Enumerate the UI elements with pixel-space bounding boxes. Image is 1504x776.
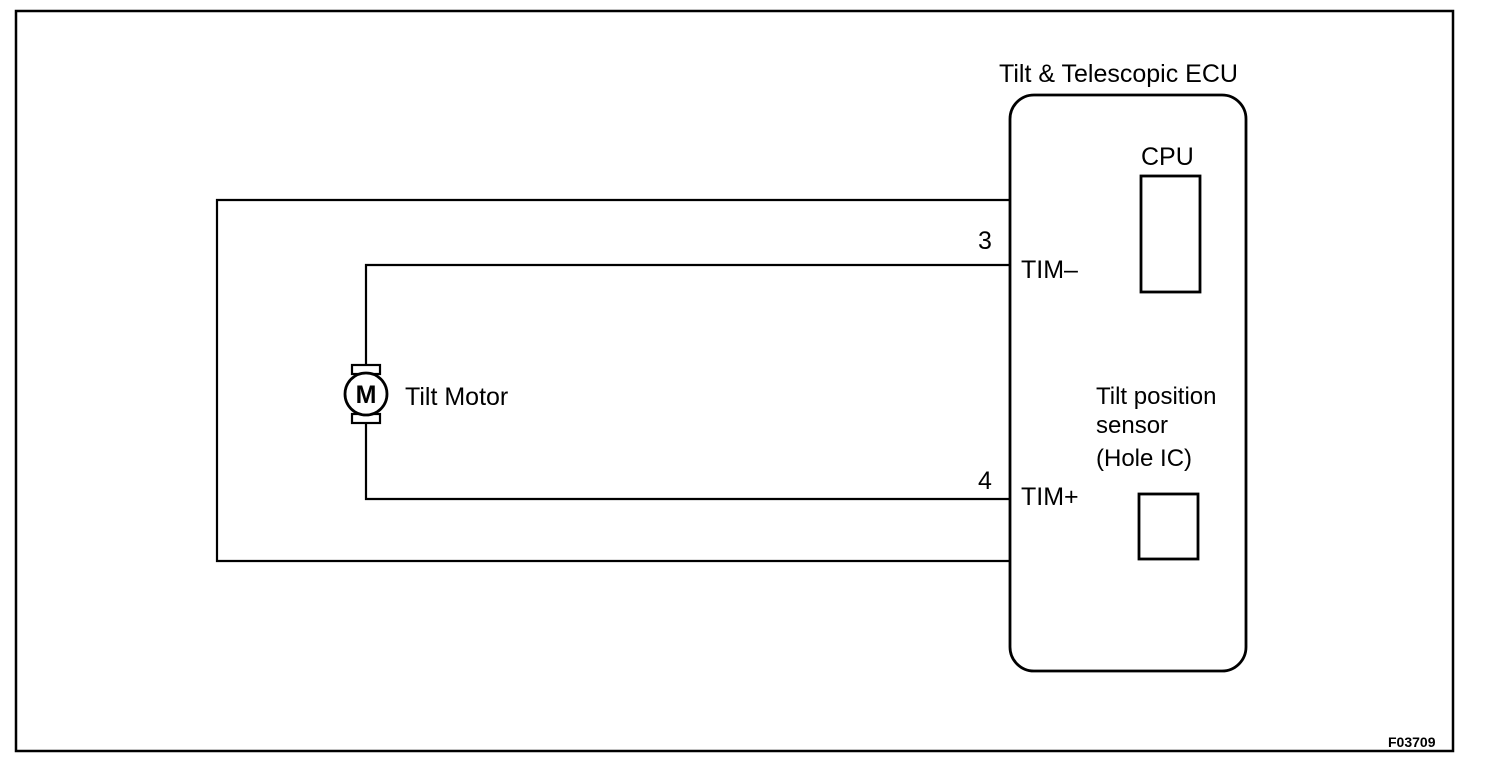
figure-code: F03709 (1388, 734, 1436, 750)
terminal-pin-4: 4 (978, 467, 992, 495)
wire-tim-plus (364, 423, 1010, 501)
cpu-label: CPU (1141, 143, 1194, 171)
outer-frame (14, 9, 1455, 753)
motor-label: Tilt Motor (405, 383, 508, 411)
sensor-label-line-1: Tilt position (1096, 383, 1217, 410)
terminal-name-tim-minus: TIM– (1021, 256, 1078, 284)
wire-tim-minus (364, 263, 1010, 365)
terminal-name-tim-plus: TIM+ (1021, 483, 1079, 511)
terminal-pin-3: 3 (978, 227, 992, 255)
sensor-block (1137, 492, 1200, 561)
sensor-label-line-2: sensor (1096, 412, 1168, 439)
motor-icon (343, 371, 389, 417)
ecu-title: Tilt & Telescopic ECU (999, 60, 1238, 88)
shield-wire (215, 198, 1010, 563)
ecu-box (1008, 93, 1248, 673)
sensor-label-line-3: (Hole IC) (1096, 445, 1192, 472)
cpu-block (1139, 174, 1202, 294)
motor-symbol: M (356, 381, 377, 409)
